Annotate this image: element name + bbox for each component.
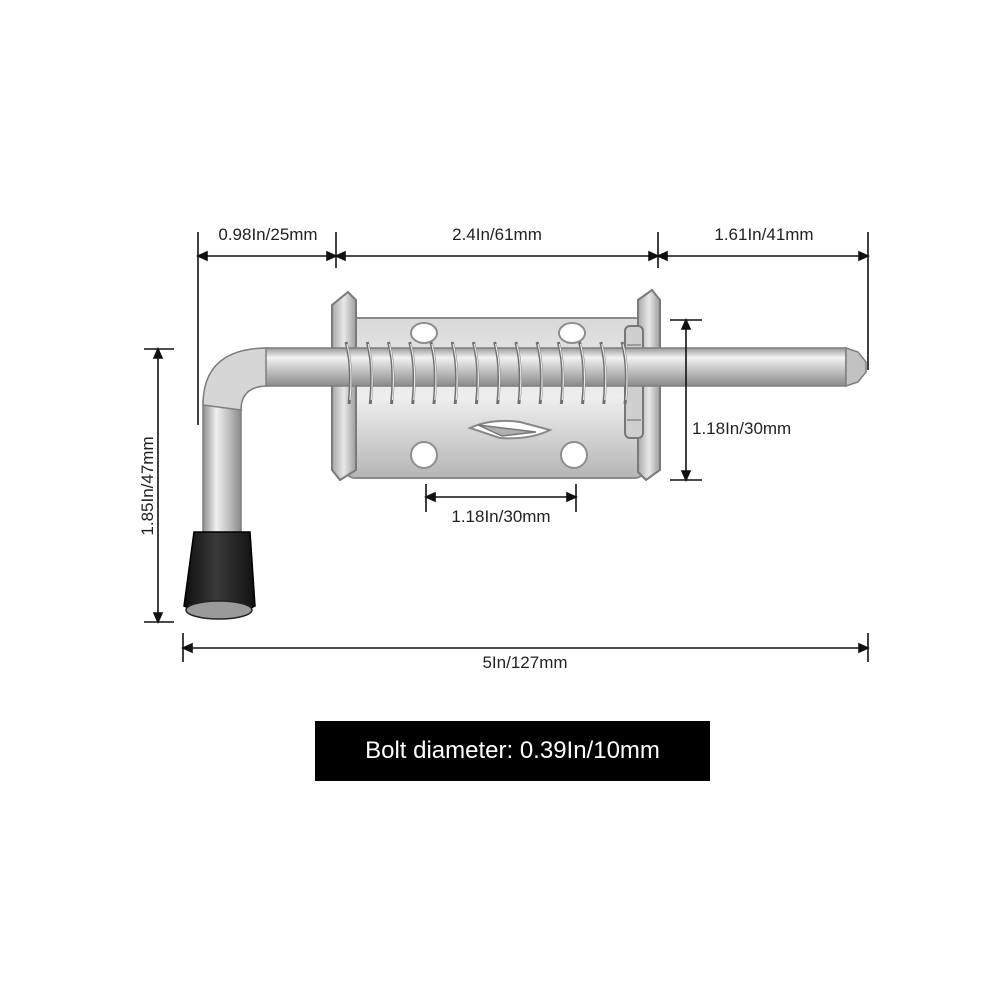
label-bolt-projection: 1.61In/41mm — [714, 225, 813, 244]
spring-coil-highlight — [367, 343, 373, 401]
spring-coil-highlight — [410, 343, 416, 401]
mounting-hole — [558, 322, 586, 344]
rubber-cap — [183, 531, 256, 620]
label-body-height: 1.18In/30mm — [692, 419, 791, 438]
spring-coil-highlight — [495, 343, 501, 401]
spring-coil-highlight — [346, 343, 352, 401]
spring-coil-highlight — [601, 343, 607, 401]
spring-coil-highlight — [558, 343, 564, 401]
spring-coil-highlight — [579, 343, 586, 401]
bolt-rod — [202, 346, 867, 536]
spring-coil-highlight — [473, 343, 479, 401]
locking-slot — [467, 419, 553, 440]
label-total-length: 5In/127mm — [482, 653, 567, 672]
mounting-hole — [560, 441, 588, 469]
spring-coil-highlight — [622, 343, 628, 401]
spring-coil-highlight — [452, 343, 458, 401]
spring-coil-highlight — [537, 343, 543, 401]
mounting-hole — [410, 441, 438, 469]
dimension-lines — [144, 232, 870, 662]
bolt-diameter-text: Bolt diameter: 0.39In/10mm — [365, 737, 660, 764]
spring-coil-highlight — [388, 343, 395, 401]
spring-coil-highlight — [431, 343, 437, 401]
spring-coil-highlight — [516, 343, 522, 401]
label-total-height: 1.85In/47mm — [138, 436, 157, 535]
mounting-hole — [410, 322, 438, 344]
label-hole-spacing: 1.18In/30mm — [451, 507, 550, 526]
label-handle-offset: 0.98In/25mm — [218, 225, 317, 244]
label-body-length: 2.4In/61mm — [452, 225, 542, 244]
mounting-holes — [410, 322, 588, 469]
bolt-diameter-banner: Bolt diameter: 0.39In/10mm — [315, 721, 710, 781]
spring — [344, 341, 628, 405]
